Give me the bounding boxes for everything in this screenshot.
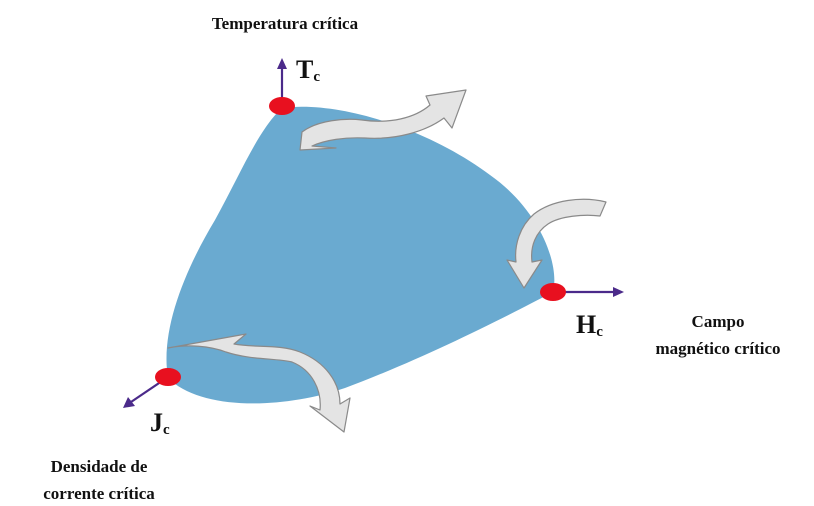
jc-symbol: Jc [150,408,170,438]
jc-point [155,368,181,386]
tc-symbol: Tc [296,55,320,85]
tc-point [269,97,295,115]
field-label-line1: Campo [692,312,745,331]
field-label-line2: magnético crítico [655,339,780,358]
superconducting-region [166,107,554,404]
current-label-line2: corrente crítica [43,484,155,503]
hc-point [540,283,566,301]
hc-symbol: Hc [576,310,603,340]
temperature-label: Temperatura crítica [212,14,359,33]
current-label-line1: Densidade de [51,457,148,476]
